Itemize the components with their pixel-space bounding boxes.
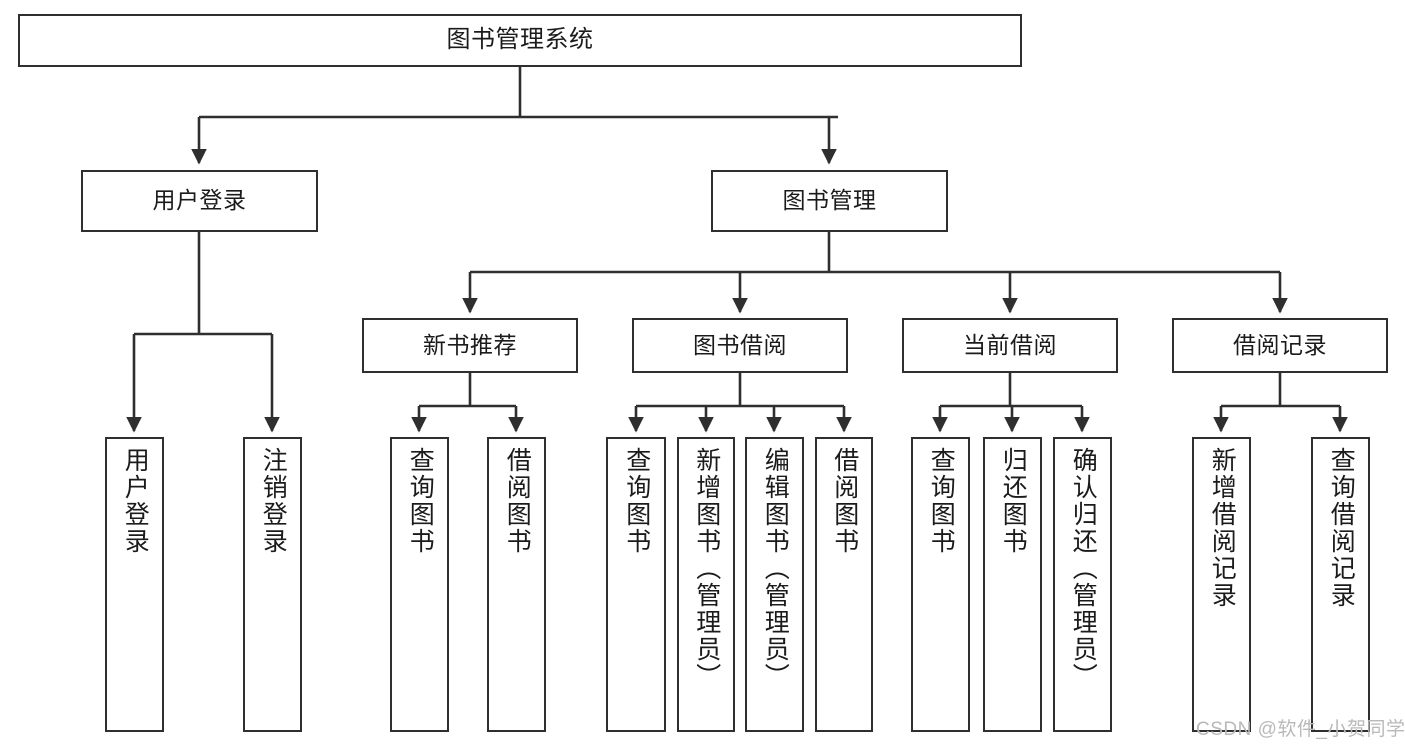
- leaf-logout-label: 注销登录: [259, 447, 288, 555]
- node-current-borrow[interactable]: 当前借阅: [902, 318, 1118, 373]
- leaf-query-book-2-label: 查询图书: [622, 447, 651, 555]
- leaf-borrow-book-1[interactable]: 借阅图书: [487, 437, 546, 732]
- node-book-manage[interactable]: 图书管理: [711, 170, 948, 232]
- leaf-query-record[interactable]: 查询借阅记录: [1311, 437, 1370, 732]
- leaf-query-book-1[interactable]: 查询图书: [390, 437, 449, 732]
- node-book-borrow[interactable]: 图书借阅: [632, 318, 848, 373]
- node-new-book-rec[interactable]: 新书推荐: [362, 318, 578, 373]
- leaf-edit-book[interactable]: 编辑图书（管理员）: [745, 437, 804, 732]
- leaf-logout[interactable]: 注销登录: [243, 437, 302, 732]
- leaf-query-book-3-label: 查询图书: [927, 447, 956, 555]
- node-root[interactable]: 图书管理系统: [18, 14, 1022, 67]
- node-root-label: 图书管理系统: [446, 26, 594, 54]
- node-current-borrow-label: 当前借阅: [963, 331, 1057, 358]
- leaf-confirm-return[interactable]: 确认归还（管理员）: [1053, 437, 1112, 732]
- leaf-query-book-3[interactable]: 查询图书: [911, 437, 970, 732]
- node-user-login-label: 用户登录: [152, 187, 247, 214]
- node-book-manage-label: 图书管理: [782, 187, 877, 214]
- leaf-add-record[interactable]: 新增借阅记录: [1192, 437, 1251, 732]
- leaf-borrow-book-2-label: 借阅图书: [830, 447, 859, 555]
- leaf-return-book-label: 归还图书: [999, 447, 1028, 555]
- leaf-query-record-label: 查询借阅记录: [1327, 447, 1356, 609]
- node-borrow-record[interactable]: 借阅记录: [1172, 318, 1388, 373]
- leaf-add-book-label: 新增图书（管理员）: [692, 447, 721, 690]
- node-book-borrow-label: 图书借阅: [693, 331, 787, 358]
- leaf-return-book[interactable]: 归还图书: [983, 437, 1042, 732]
- node-user-login[interactable]: 用户登录: [81, 170, 318, 232]
- node-new-book-rec-label: 新书推荐: [423, 331, 517, 358]
- leaf-query-book-2[interactable]: 查询图书: [606, 437, 666, 732]
- csdn-watermark: CSDN @软件_小贺同学: [1196, 719, 1405, 740]
- leaf-borrow-book-2[interactable]: 借阅图书: [815, 437, 873, 732]
- leaf-user-login[interactable]: 用户登录: [105, 437, 164, 732]
- leaf-confirm-return-label: 确认归还（管理员）: [1069, 447, 1098, 690]
- leaf-query-book-1-label: 查询图书: [406, 447, 435, 555]
- leaf-user-login-label: 用户登录: [121, 447, 150, 555]
- node-borrow-record-label: 借阅记录: [1233, 331, 1327, 358]
- leaf-borrow-book-1-label: 借阅图书: [503, 447, 532, 555]
- leaf-add-record-label: 新增借阅记录: [1208, 447, 1237, 609]
- leaf-add-book[interactable]: 新增图书（管理员）: [677, 437, 735, 732]
- leaf-edit-book-label: 编辑图书（管理员）: [761, 447, 790, 690]
